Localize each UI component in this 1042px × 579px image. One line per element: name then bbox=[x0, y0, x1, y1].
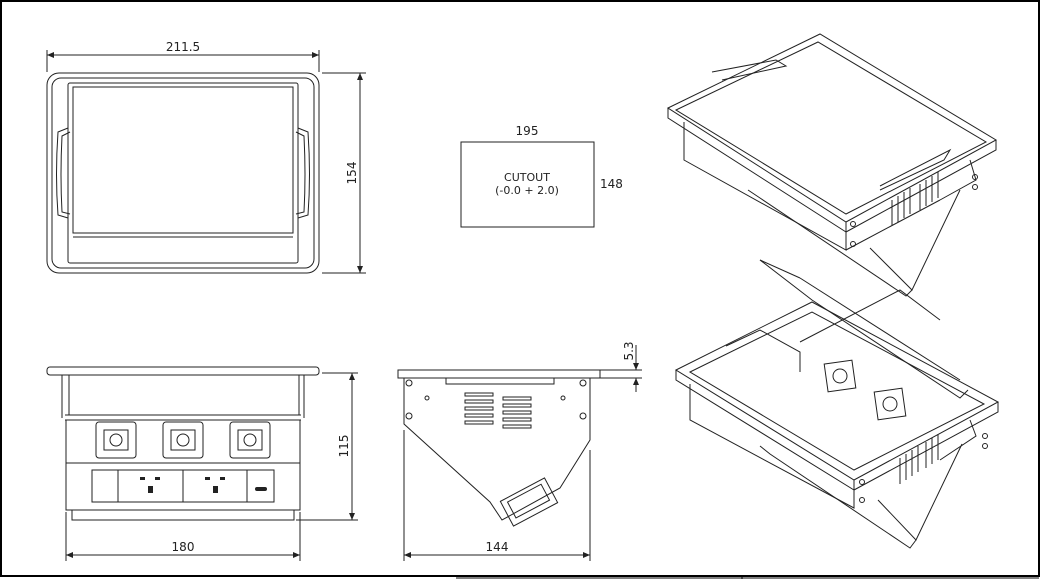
isometric-closed-view bbox=[666, 33, 998, 297]
dim-lid-thickness-label: 5.3 bbox=[622, 341, 636, 360]
dim-lid-thickness bbox=[600, 345, 642, 392]
dim-top-width bbox=[46, 50, 320, 72]
dim-front-width-label: 180 bbox=[172, 540, 195, 554]
power-outlet-2 bbox=[205, 477, 225, 493]
vent-slots-left bbox=[464, 392, 494, 425]
power-outlet-1 bbox=[140, 477, 160, 493]
cutout-rect bbox=[460, 141, 595, 228]
switch-indicator bbox=[255, 487, 267, 491]
top-view bbox=[46, 72, 320, 274]
cutout-label: CUTOUT bbox=[504, 171, 550, 184]
dim-side-width bbox=[403, 430, 591, 561]
dim-top-height bbox=[322, 72, 366, 274]
dim-front-width bbox=[65, 512, 301, 561]
side-connector-block bbox=[499, 477, 559, 527]
iso-vents-open bbox=[899, 434, 939, 484]
dim-top-height-label: 154 bbox=[345, 162, 359, 185]
isometric-open-view bbox=[674, 259, 1000, 549]
iso-vents-closed bbox=[891, 172, 939, 226]
side-view bbox=[397, 369, 601, 527]
vent-slots-right bbox=[502, 396, 532, 429]
front-view bbox=[46, 366, 320, 521]
socket-module-2 bbox=[162, 421, 204, 459]
dim-front-height-label: 115 bbox=[337, 435, 351, 458]
dim-top-width-label: 211.5 bbox=[166, 40, 200, 54]
dim-front-height bbox=[296, 372, 358, 521]
socket-module-1 bbox=[95, 421, 137, 459]
socket-module-3 bbox=[229, 421, 271, 459]
cutout-width-label: 195 bbox=[516, 124, 539, 138]
dim-side-width-label: 144 bbox=[486, 540, 509, 554]
cutout-height-label: 148 bbox=[600, 177, 623, 191]
cutout-tolerance: (-0.0 + 2.0) bbox=[495, 184, 559, 197]
